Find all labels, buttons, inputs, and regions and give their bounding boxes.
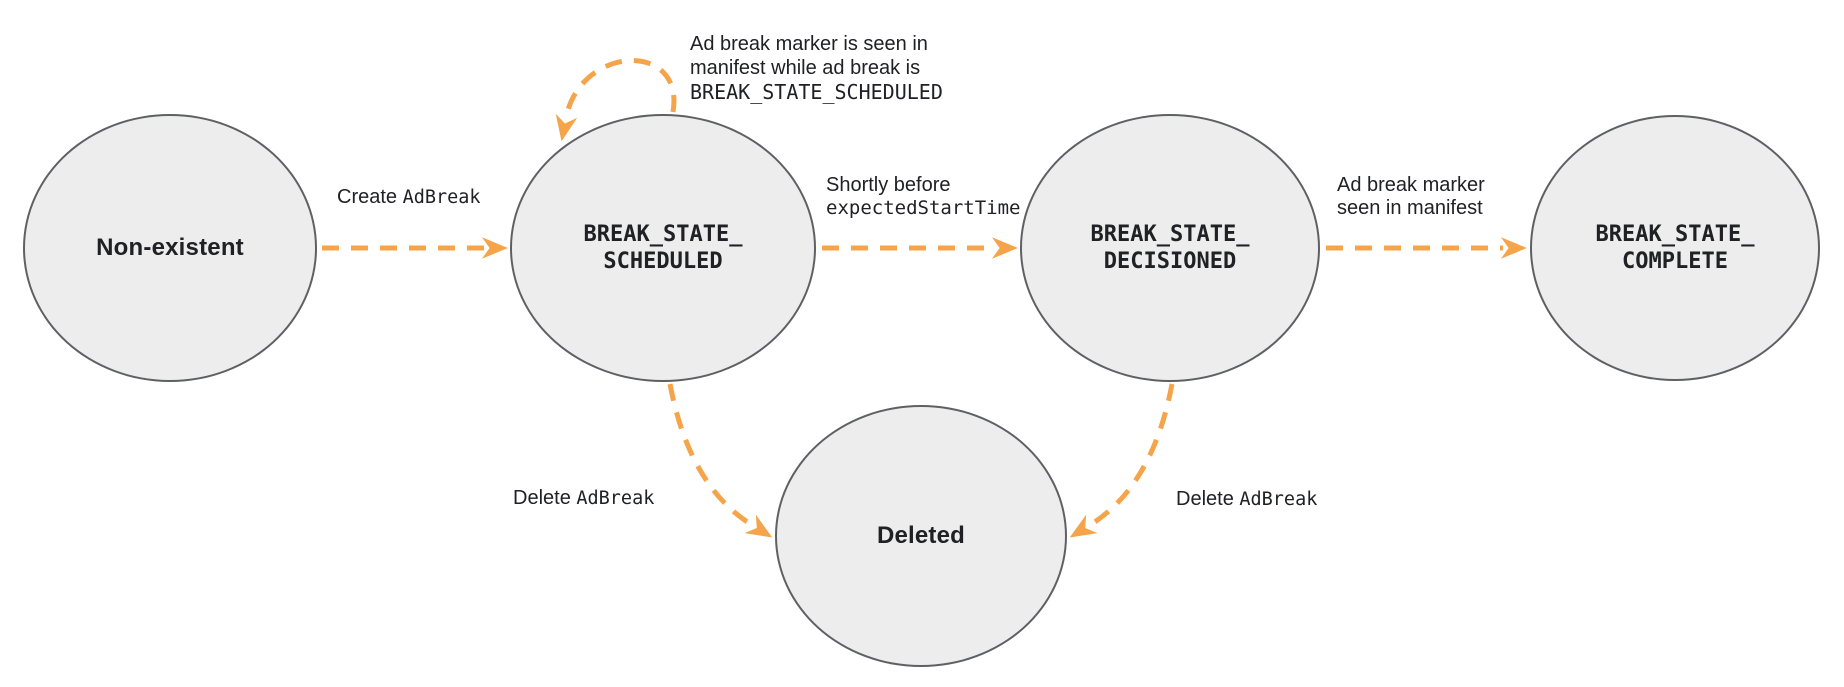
label-create-adbreak: Create AdBreak (337, 186, 481, 209)
label-create-adbreak-code: AdBreak (402, 187, 481, 208)
label-self-loop-line1: Ad break marker is seen in (690, 33, 928, 55)
label-marker-seen-line2: seen in manifest (1337, 197, 1483, 219)
label-marker-seen-in-manifest: Ad break marker seen in manifest (1337, 174, 1485, 220)
state-node-deleted: Deleted (775, 405, 1067, 667)
label-shortly-before-line1: Shortly before (826, 174, 951, 196)
state-node-non-existent: Non-existent (23, 114, 317, 382)
edge-decisioned-to-deleted (1069, 383, 1175, 538)
state-label-scheduled-line1: BREAK_STATE_ (583, 222, 743, 247)
label-expected-start-time-code: expectedStartTime (826, 197, 1021, 219)
state-label-complete-line2: COMPLETE (1622, 249, 1728, 274)
label-self-loop-code-line: BREAK_STATE_SCHEDULED (690, 80, 943, 104)
label-delete-left-code: AdBreak (576, 488, 655, 509)
edge-self-loop-scheduled (555, 58, 677, 142)
label-delete-adbreak-left: Delete AdBreak (513, 487, 654, 510)
state-label-scheduled-line2: SCHEDULED (603, 249, 723, 274)
label-delete-right-code: AdBreak (1239, 489, 1318, 510)
state-label-non-existent: Non-existent (96, 234, 244, 261)
label-shortly-before: Shortly before expectedStartTime (826, 174, 1020, 220)
state-node-break-state-decisioned: BREAK_STATE_ DECISIONED (1020, 114, 1320, 382)
state-label-decisioned-line1: BREAK_STATE_ (1090, 222, 1250, 247)
label-create-adbreak-text: Create (337, 186, 403, 208)
state-label-decisioned-line2: DECISIONED (1103, 249, 1237, 274)
label-marker-seen-line1: Ad break marker (1337, 174, 1485, 196)
label-delete-right-text: Delete (1176, 488, 1240, 510)
state-label-deleted: Deleted (876, 522, 966, 549)
state-node-break-state-complete: BREAK_STATE_ COMPLETE (1530, 115, 1820, 381)
label-delete-left-text: Delete (513, 487, 577, 509)
edge-scheduled-to-deleted (667, 383, 773, 538)
state-node-break-state-scheduled: BREAK_STATE_ SCHEDULED (510, 114, 816, 382)
label-delete-adbreak-right: Delete AdBreak (1176, 488, 1317, 511)
label-self-loop-line2: manifest while ad break is (690, 57, 921, 79)
label-self-loop: Ad break marker is seen in manifest whil… (690, 32, 943, 104)
state-label-complete-line1: BREAK_STATE_ (1595, 222, 1755, 247)
